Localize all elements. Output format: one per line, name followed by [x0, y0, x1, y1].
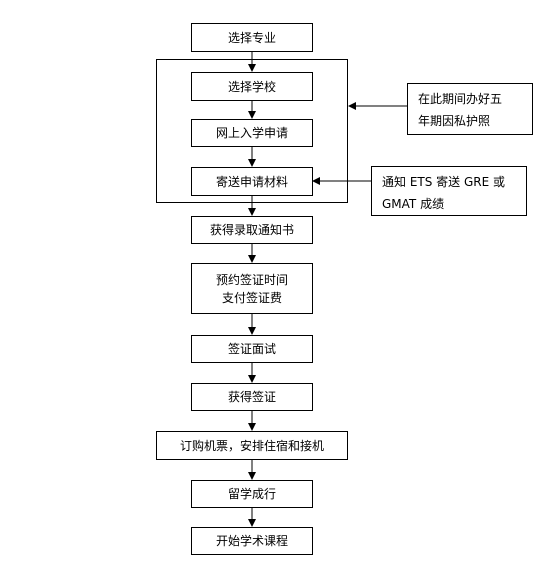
note-passport: 在此期间办好五 年期因私护照 — [407, 83, 533, 135]
step-online-application: 网上入学申请 — [191, 119, 313, 147]
note-test-scores-line1: 通知 ETS 寄送 GRE 或 — [382, 175, 506, 189]
step-select-school: 选择学校 — [191, 72, 313, 101]
note-test-scores: 通知 ETS 寄送 GRE 或 GMAT 成绩 — [371, 166, 527, 216]
note-test-scores-line2: GMAT 成绩 — [382, 197, 445, 211]
application-period-group — [156, 59, 348, 203]
step-depart: 留学成行 — [191, 480, 313, 508]
note-passport-line2: 年期因私护照 — [418, 114, 491, 128]
step-visa-appointment: 预约签证时间 支付签证费 — [191, 263, 313, 314]
step-visa-interview: 签证面试 — [191, 335, 313, 363]
note-passport-line1: 在此期间办好五 — [418, 92, 503, 106]
step-visa-appointment-line1: 预约签证时间 — [215, 272, 288, 287]
step-book-travel: 订购机票，安排住宿和接机 — [156, 431, 348, 460]
step-admission-letter: 获得录取通知书 — [191, 216, 313, 244]
step-send-materials: 寄送申请材料 — [191, 167, 313, 196]
step-get-visa: 获得签证 — [191, 383, 313, 411]
step-visa-appointment-line2: 支付签证费 — [221, 290, 282, 305]
step-select-major: 选择专业 — [191, 23, 313, 52]
step-start-courses: 开始学术课程 — [191, 527, 313, 555]
